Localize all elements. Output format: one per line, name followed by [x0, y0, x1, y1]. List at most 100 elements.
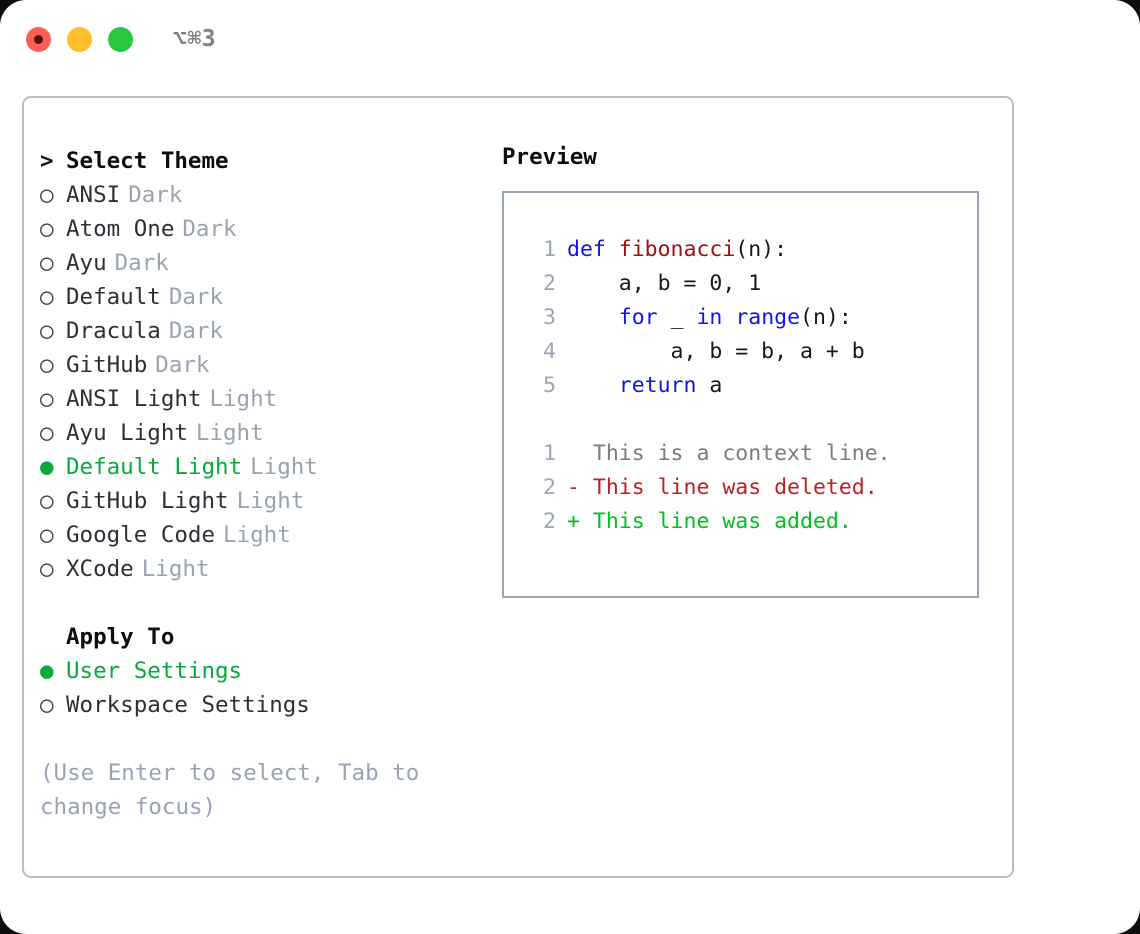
code-line: 2 a, b = 0, 1 — [522, 267, 977, 301]
code-token-fn: fibonacci — [618, 237, 736, 262]
line-number: 3 — [543, 305, 556, 330]
line-number: 2 — [543, 509, 556, 534]
radio-selected-icon[interactable]: ● — [40, 454, 54, 480]
line-number: 1 — [543, 441, 556, 466]
diff-line-ctx: 1 This is a context line. — [522, 437, 977, 471]
radio-unselected-icon[interactable]: ○ — [40, 250, 54, 276]
radio-unselected-icon[interactable]: ○ — [40, 182, 54, 208]
window-shortcut-label: ⌥⌘3 — [173, 26, 217, 52]
keyboard-hint-text: (Use Enter to select, Tab to change focu… — [40, 760, 433, 820]
code-line: 3 for _ in range(n): — [522, 301, 977, 335]
radio-unselected-icon[interactable]: ○ — [40, 386, 54, 412]
code-line: 5 return a — [522, 369, 977, 403]
theme-variant-badge: Light — [141, 556, 210, 582]
theme-name: GitHub — [66, 352, 148, 378]
theme-variant-badge: Light — [223, 522, 291, 548]
theme-variant-badge: Dark — [182, 216, 237, 242]
code-token-plain: (n): — [800, 305, 852, 330]
theme-name: Default Light — [66, 454, 243, 480]
radio-unselected-icon[interactable]: ○ — [40, 216, 54, 242]
theme-list-item[interactable]: ○ Atom One Dark — [40, 212, 502, 246]
diff-line-text: + This line was added. — [567, 509, 852, 534]
line-number: 2 — [543, 475, 556, 500]
theme-list-item[interactable]: ○ Dracula Dark — [40, 314, 502, 348]
line-number: 1 — [543, 237, 556, 262]
radio-unselected-icon[interactable]: ○ — [40, 488, 54, 514]
theme-variant-badge: Light — [209, 386, 278, 412]
apply-to-heading: Apply To — [40, 620, 502, 654]
code-token-plain: a — [696, 373, 723, 398]
code-token-plain — [567, 369, 619, 403]
line-number: 2 — [543, 271, 556, 296]
theme-list-item[interactable]: ○ XCode Light — [40, 552, 502, 586]
diff-line-add: 2 + This line was added. — [522, 505, 977, 539]
radio-unselected-icon[interactable]: ○ — [40, 318, 54, 344]
theme-name: GitHub Light — [66, 488, 229, 514]
title-bar: ⌥⌘3 — [0, 0, 1140, 78]
code-token-plain: a, b = b, a + b — [567, 339, 865, 364]
apply-to-option[interactable]: ○ Workspace Settings — [40, 688, 502, 722]
theme-list-item[interactable]: ○ GitHub Dark — [40, 348, 502, 382]
code-token-kw: def — [567, 237, 619, 262]
diff-line-del: 2 - This line was deleted. — [522, 471, 977, 505]
radio-unselected-icon[interactable]: ○ — [40, 522, 54, 548]
hint-spacer — [40, 722, 502, 756]
code-token-kw: in — [696, 305, 723, 330]
theme-variant-badge: Dark — [114, 250, 169, 276]
caret-icon: > — [40, 148, 54, 174]
theme-name: Default — [66, 284, 161, 310]
radio-unselected-icon[interactable]: ○ — [40, 352, 54, 378]
code-token-plain — [722, 301, 735, 335]
theme-name: ANSI — [66, 182, 121, 208]
code-token-plain: (n): — [735, 237, 788, 262]
line-number: 4 — [543, 339, 556, 364]
diff-line-text: This is a context line. — [567, 441, 891, 466]
radio-selected-icon[interactable]: ● — [40, 658, 54, 684]
close-button-icon[interactable] — [26, 26, 51, 52]
page-title: Select Theme — [66, 148, 229, 174]
apply-to-group: Apply To ● User Settings ○ Workspace Settin… — [40, 620, 502, 722]
code-token-kw: range — [735, 305, 801, 330]
radio-unselected-icon[interactable]: ○ — [40, 692, 54, 718]
theme-name: Ayu Light — [66, 420, 188, 446]
theme-name: Dracula — [66, 318, 161, 344]
apply-to-option[interactable]: ● User Settings — [40, 654, 502, 688]
apply-to-option-label: Workspace Settings — [66, 692, 310, 718]
theme-list-heading: > Select Theme — [40, 144, 502, 178]
theme-variant-badge: Dark — [168, 318, 224, 344]
code-token-plain — [567, 301, 619, 335]
theme-list-item[interactable]: ○ ANSI Dark — [40, 178, 502, 212]
code-token-plain: a, b = 0, 1 — [567, 271, 762, 296]
preview-title: Preview — [502, 144, 597, 170]
theme-list-item[interactable]: ○ Ayu Dark — [40, 246, 502, 280]
theme-name: Atom One — [66, 216, 175, 242]
radio-unselected-icon[interactable]: ○ — [40, 284, 54, 310]
radio-unselected-icon[interactable]: ○ — [40, 420, 54, 446]
theme-variant-badge: Dark — [128, 182, 183, 208]
apply-to-option-label: User Settings — [66, 658, 243, 684]
line-number: 5 — [543, 373, 556, 398]
theme-name: Google Code — [66, 522, 216, 548]
minimize-button-icon[interactable] — [67, 26, 92, 52]
radio-unselected-icon[interactable]: ○ — [40, 556, 54, 582]
maximize-button-icon[interactable] — [108, 26, 133, 52]
traffic-lights — [26, 26, 133, 52]
theme-name: XCode — [66, 556, 134, 582]
theme-list-item[interactable]: ○ Google Code Light — [40, 518, 502, 552]
theme-name: Ayu — [66, 250, 107, 276]
code-token-kw: return — [618, 373, 697, 398]
code-line: 1 def fibonacci(n): — [522, 233, 977, 267]
code-line: 4 a, b = b, a + b — [522, 335, 977, 369]
code-token-plain: _ — [657, 305, 697, 330]
diff-line-text: - This line was deleted. — [567, 475, 878, 500]
theme-variant-badge: Dark — [155, 352, 210, 378]
